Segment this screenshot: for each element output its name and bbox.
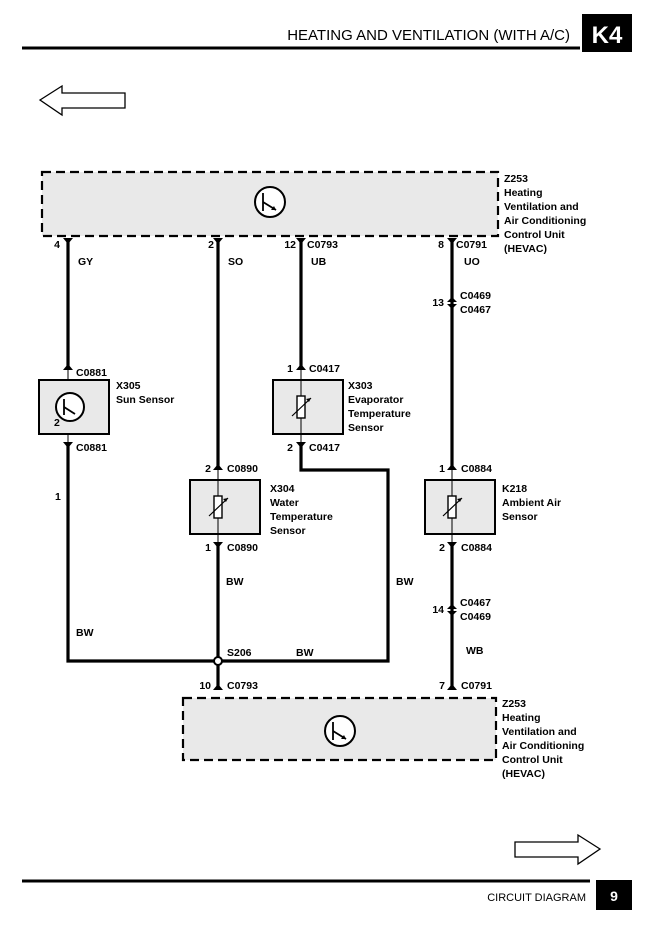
section-badge [582,14,632,52]
ecu-top-line3: Air Conditioning [504,215,586,227]
wire-colour-label: BW [76,627,94,639]
wire-colour-label: BW [296,647,314,659]
water-sensor-box [189,479,261,535]
connector-label: C0417 [309,363,340,375]
water-sensor-line1: Water [270,497,299,509]
page-number-badge [596,880,632,910]
wire-colour-label: UO [464,256,480,268]
pin-label: 1 [287,363,293,375]
wire-harness [66,238,454,690]
connector-label: C0467 [460,597,491,609]
thermistor-icon [291,380,312,434]
splice-label: S206 [227,647,252,659]
connector-label: C0881 [76,442,107,454]
water-sensor-id: X304 [270,483,295,495]
ecu-bottom-line5: (HEVAC) [502,768,545,780]
wire-colour-label: GY [78,256,93,268]
evaporator-sensor-id: X303 [348,380,373,392]
connector-ticks [63,238,457,690]
evaporator-sensor-line3: Sensor [348,422,384,434]
connector-label: C0417 [309,442,340,454]
pin-label: 2 [54,417,60,429]
connector-label: C0791 [456,239,487,251]
connector-label: C0469 [460,290,491,302]
previous-page-arrow-icon[interactable] [38,84,126,117]
control-unit-symbol-icon [324,715,356,747]
wire-colour-label: 1 [55,491,61,503]
wire-colour-label: BW [226,576,244,588]
inline-connector-icon [447,297,457,309]
water-sensor-line2: Temperature [270,511,333,523]
connector-label: C0890 [227,542,258,554]
pin-label: 7 [439,680,445,692]
sun-sensor-id: X305 [116,380,141,392]
pin-label: 4 [54,239,60,251]
section-code: K4 [592,22,623,49]
ecu-top-line1: Heating [504,187,543,199]
connector-label: C0467 [460,304,491,316]
footer-label: CIRCUIT DIAGRAM [487,892,586,904]
connector-label: C0791 [461,680,492,692]
pin-label: 2 [205,463,211,475]
pin-label: 14 [432,604,444,616]
splice-point [213,656,223,666]
ecu-top-line4: Control Unit [504,229,565,241]
evaporator-sensor-line2: Temperature [348,408,411,420]
connector-label: C0884 [461,542,492,554]
control-unit-symbol-icon [254,186,286,218]
ecu-bottom-line2: Ventilation and [502,726,577,738]
pin-label: 2 [439,542,445,554]
ambient-sensor-line2: Sensor [502,511,538,523]
pin-label: 2 [208,239,214,251]
connector-label: C0884 [461,463,492,475]
connector-label: C0793 [307,239,338,251]
connector-label: C0793 [227,680,258,692]
ecu-bottom-id: Z253 [502,698,526,710]
connector-label: C0469 [460,611,491,623]
ecu-bottom-line3: Air Conditioning [502,740,584,752]
pin-label: 12 [284,239,296,251]
wire-colour-label: BW [396,576,414,588]
thermistor-icon [208,480,229,534]
connector-label: C0881 [76,367,107,379]
pin-label: 13 [432,297,444,309]
pin-label: 1 [439,463,445,475]
evaporator-sensor-box [272,379,344,435]
ecu-bottom-line4: Control Unit [502,754,563,766]
pin-label: 2 [287,442,293,454]
ecu-top-line2: Ventilation and [504,201,579,213]
sun-sensor-icon [55,392,85,422]
ecu-top-id: Z253 [504,173,528,185]
water-sensor-line3: Sensor [270,525,306,537]
pin-label: 8 [438,239,444,251]
wire-colour-label: WB [466,645,484,657]
connector-label: C0890 [227,463,258,475]
ambient-sensor-line1: Ambient Air [502,497,561,509]
wire-colour-label: SO [228,256,243,268]
ecu-top-line5: (HEVAC) [504,243,547,255]
wire-colour-label: UB [311,256,327,268]
page-title: HEATING AND VENTILATION (WITH A/C) [287,27,570,44]
pin-label: 1 [205,542,211,554]
pin-label: 10 [199,680,211,692]
next-page-arrow-icon[interactable] [514,833,602,866]
ecu-bottom-line1: Heating [502,712,541,724]
thermistor-icon [442,480,463,534]
inline-connector-icon [447,604,457,616]
ambient-sensor-id: K218 [502,483,527,495]
evaporator-sensor-line1: Evaporator [348,394,403,406]
ambient-sensor-box [424,479,496,535]
page-number: 9 [610,888,618,904]
sun-sensor-name: Sun Sensor [116,394,174,406]
